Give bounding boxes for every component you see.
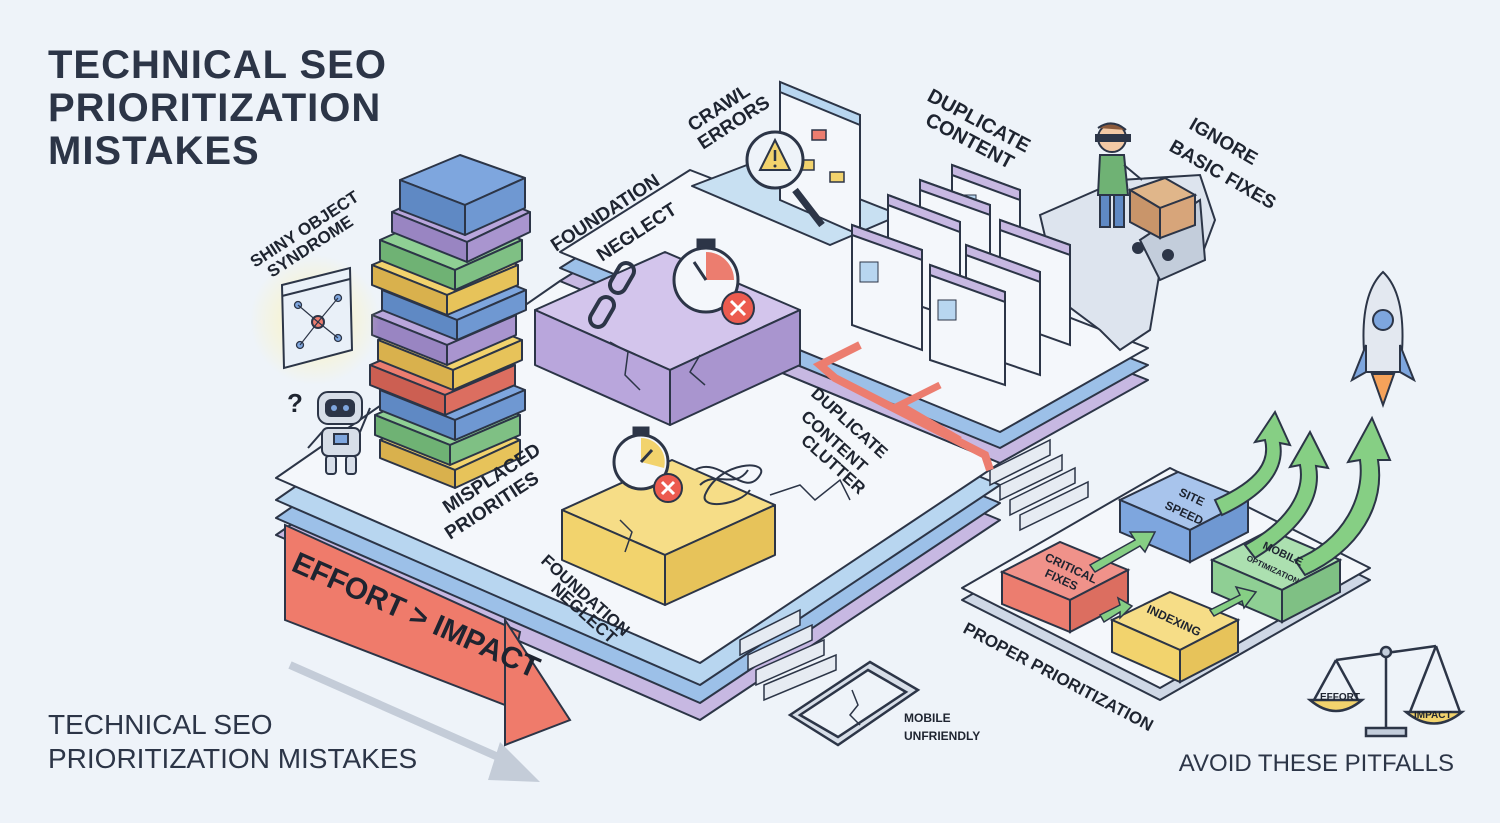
title-line-3: MISTAKES (48, 129, 260, 173)
tangled-wires-icon (694, 464, 763, 506)
stacked-blocks (369, 154, 531, 489)
stairs-bottom (739, 608, 837, 702)
scale-effort-label: EFFORT (1320, 692, 1360, 703)
error-x-icon-bottom (653, 473, 683, 503)
footer-caption: AVOID THESE PITFALLS (1178, 750, 1454, 777)
question-mark: ? (287, 388, 303, 418)
foundation-block-top (534, 251, 801, 426)
mobile-unfriendly-label-1: MOBILE (904, 711, 951, 725)
page-title: TECHNICAL SEO PRIORITIZATION MISTAKES (48, 44, 387, 173)
growth-arrows (1213, 409, 1392, 577)
foundation-block-bottom (561, 459, 776, 606)
page-subtitle: TECHNICAL SEO PRIORITIZATION MISTAKES (48, 708, 417, 776)
clutter-pipe-2 (892, 381, 962, 444)
title-line-2: PRIORITIZATION (48, 86, 382, 130)
indexing-box (1109, 590, 1241, 684)
error-x-icon-top (721, 291, 755, 325)
broken-chain-icon (588, 261, 636, 329)
page-7 (929, 263, 1006, 387)
blindfolded-person-icon (1095, 122, 1143, 228)
balance-scale-icon (1306, 644, 1466, 738)
magnifier-warning-icon (745, 130, 825, 228)
scale-impact-label: IMPACT (1414, 710, 1452, 721)
page-6 (851, 223, 923, 352)
shiny-object-screen (280, 266, 354, 370)
mobile-unfriendly-label-2: UNFRIENDLY (904, 729, 980, 743)
title-line-1: TECHNICAL SEO (48, 43, 387, 87)
stairs-right (989, 438, 1089, 532)
stopwatch-icon-top (672, 238, 740, 314)
robot-icon (307, 391, 371, 475)
mobile-phone-icon (787, 660, 921, 747)
crack-line (769, 478, 851, 502)
subtitle-line-1: TECHNICAL SEO (48, 709, 273, 740)
cart-box-icon (1127, 176, 1198, 261)
block-2 (399, 154, 526, 236)
critical-fixes-box (999, 540, 1131, 634)
rocket-icon (1350, 270, 1416, 408)
flow-arrows (1088, 531, 1258, 624)
subtitle-line-2: PRIORITIZATION MISTAKES (48, 743, 418, 774)
duplicate-pages (851, 163, 1071, 387)
bottom-trend-arrow (288, 661, 540, 782)
clutter-pipe (812, 341, 994, 472)
stopwatch-icon-bottom (612, 426, 670, 491)
